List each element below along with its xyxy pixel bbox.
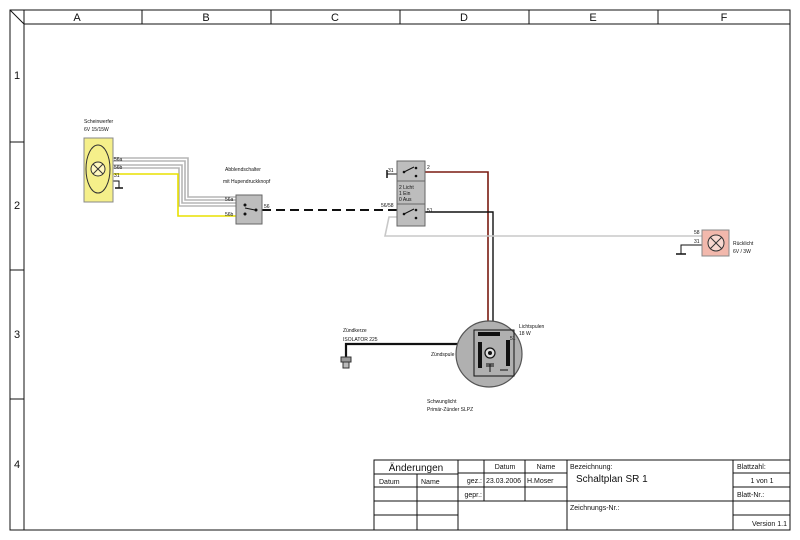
drawn-name: H.Moser (527, 478, 554, 485)
wire-pin2-brown (425, 171, 489, 322)
headlight-pin-56a: 56a (114, 157, 123, 163)
date-column-header: Datum (495, 464, 516, 471)
drawn-label: gez.: (467, 478, 482, 485)
taillight-label-1: Rücklicht (733, 241, 754, 247)
light-coil-icon (478, 332, 500, 336)
headlight-label-2: 6V 15/15W (84, 127, 109, 133)
generator-pin-51: 51 (510, 336, 516, 342)
sheet-count-label: Blattzahl: (737, 464, 766, 471)
headlight-pin-56b: 56b (114, 165, 123, 171)
headlight (83, 137, 114, 203)
column-label-b: B (202, 12, 209, 24)
light-coil-label-2: 18 W (519, 331, 531, 337)
drawn-date: 23.03.2006 (486, 478, 521, 485)
checked-label: gepr.: (464, 492, 482, 499)
spark-plug-label-1: Zündkerze (343, 328, 367, 334)
light-switch-pos-2: 2 Licht (399, 185, 414, 191)
headlight-pin-31: 31 (114, 173, 120, 179)
row-label-3: 3 (14, 329, 20, 341)
sheet-frame (9, 9, 791, 531)
changes-header: Änderungen (389, 462, 444, 474)
ignition-coil-label: Zündspule (431, 352, 455, 358)
sheet-count-value: 1 von 1 (751, 478, 774, 485)
row-label-1: 1 (14, 70, 20, 82)
light-switch-pin-31: 31 (388, 168, 394, 174)
changes-date-header: Datum (379, 479, 400, 486)
light-coil-label-1: Lichtspulen (519, 324, 545, 330)
generator-label-2: Primär-Zünder SLPZ (427, 407, 473, 413)
changes-name-header: Name (421, 479, 440, 486)
wire-taillight-gray (384, 216, 702, 237)
designation-label: Bezeichnung: (570, 464, 612, 471)
spark-plug-label-2: ISOLATOR 225 (343, 337, 378, 343)
dimmer-pin-56b: 56b (225, 212, 234, 218)
drawing-number-label: Zeichnungs-Nr.: (570, 505, 619, 512)
generator-label-1: Schwunglicht (427, 399, 457, 405)
wire-headlight-ground (113, 180, 120, 188)
light-switch-pin-51: 51 (427, 208, 433, 214)
column-label-e: E (589, 12, 596, 24)
light-switch-pin-5658: 56/58 (381, 203, 394, 209)
column-label-a: A (73, 12, 81, 24)
wire-pin51-black (425, 211, 494, 322)
wire-56b-yellow (113, 173, 236, 217)
column-label-d: D (460, 12, 468, 24)
dimmer-pin-56a: 56a (225, 197, 234, 203)
designation-value: Schaltplan SR 1 (576, 474, 648, 485)
taillight-label-2: 6V / 3W (733, 249, 751, 255)
taillight (701, 229, 730, 257)
light-switch-pos-1: 1 Ein (399, 191, 411, 197)
version-label: Version 1.1 (752, 521, 787, 528)
light-switch-pos-0: 0 Aus (399, 197, 412, 203)
dimmer-label-2: mit Hupendruckknopf (223, 179, 271, 185)
row-label-4: 4 (14, 459, 20, 471)
headlight-label-1: Scheinwerfer (84, 119, 114, 125)
wire-spark-plug (344, 342, 476, 357)
row-label-2: 2 (14, 200, 20, 212)
title-block (373, 459, 791, 531)
dimmer-switch (235, 194, 263, 225)
name-column-header: Name (537, 464, 556, 471)
wire-56a-gray (113, 157, 236, 207)
taillight-pin-58: 58 (694, 230, 700, 236)
flywheel-generator (455, 320, 523, 388)
column-label-c: C (331, 12, 339, 24)
spark-plug-icon (340, 356, 352, 369)
taillight-pin-31: 31 (694, 239, 700, 245)
ignition-coil-icon (478, 342, 482, 368)
sheet-number-label: Blatt-Nr.: (737, 492, 764, 499)
light-switch-pin-2: 2 (427, 165, 430, 171)
column-label-f: F (721, 12, 728, 24)
dimmer-label-1: Abblendschalter (225, 167, 261, 173)
dimmer-pin-56: 56 (264, 204, 270, 210)
light-switch (396, 160, 426, 227)
